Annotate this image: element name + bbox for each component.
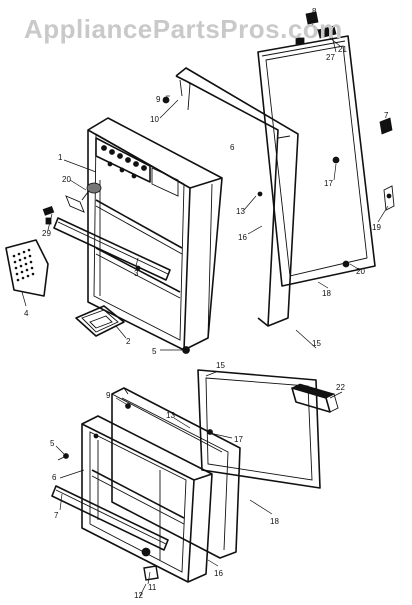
callout-10: 10 (150, 115, 159, 124)
door-knob-upper (81, 182, 102, 201)
callout-3: 3 (134, 269, 139, 278)
callout-5-upper: 5 (152, 347, 157, 356)
door-gasket-upper (257, 35, 376, 287)
door-liner-frame-lower (111, 387, 241, 559)
fasteners-upper (135, 96, 350, 354)
callout-18-upper: 18 (322, 289, 331, 298)
fasteners-lower (57, 403, 213, 581)
door-shelf-bar-upper (53, 217, 171, 281)
callout-6: 6 (52, 473, 57, 482)
control-buttons (101, 145, 147, 179)
callout-4: 4 (24, 309, 29, 318)
callout-15-lower: 15 (216, 361, 225, 370)
callout-29: 29 (42, 229, 51, 238)
callout-16-lower: 16 (214, 569, 223, 578)
callout-20-upper: 20 (62, 175, 71, 184)
callout-7-lower: 7 (54, 511, 59, 520)
inner-door-panel-lower (81, 415, 213, 583)
callout-labels: 1 10 9 20 29 4 3 2 5 13 16 18 17 19 20 2… (24, 7, 389, 600)
door-handle-22 (290, 383, 339, 413)
callout-13-lower: 13 (166, 411, 175, 420)
callout-6-upper: 6 (230, 143, 235, 152)
leader-lines (21, 35, 389, 597)
callout-8: 8 (312, 7, 317, 16)
door-shelf-bar-lower (51, 485, 169, 551)
callout-12: 12 (134, 591, 143, 600)
grille-panel (5, 239, 49, 297)
callout-1: 1 (58, 153, 63, 162)
callout-9-lower: 9 (106, 391, 111, 400)
callout-20-lower: 20 (356, 267, 365, 276)
callout-11: 11 (148, 583, 157, 592)
callout-5-lower: 5 (50, 439, 55, 448)
callout-13-upper: 13 (236, 207, 245, 216)
callout-9-upper: 9 (156, 95, 161, 104)
door-liner-frame-upper (175, 67, 299, 327)
small-tray (75, 305, 125, 337)
callout-17-lower: 17 (234, 435, 243, 444)
callout-17-upper: 17 (324, 179, 333, 188)
callout-7-upper: 7 (384, 111, 389, 120)
callout-2: 2 (126, 337, 131, 346)
door-gasket-lower (197, 369, 321, 489)
callout-21: 21 (338, 45, 347, 54)
inner-door-panel-upper (87, 117, 223, 351)
top-hinge-assembly (295, 11, 337, 45)
callout-16-upper: 16 (238, 233, 247, 242)
callout-15: 15 (312, 339, 321, 348)
callout-27: 27 (326, 53, 335, 62)
handle-clip-19 (379, 117, 395, 211)
callout-19: 19 (372, 223, 381, 232)
hinge-bracket-29 (42, 195, 85, 225)
callout-22: 22 (336, 383, 345, 392)
callout-18-lower: 18 (270, 517, 279, 526)
